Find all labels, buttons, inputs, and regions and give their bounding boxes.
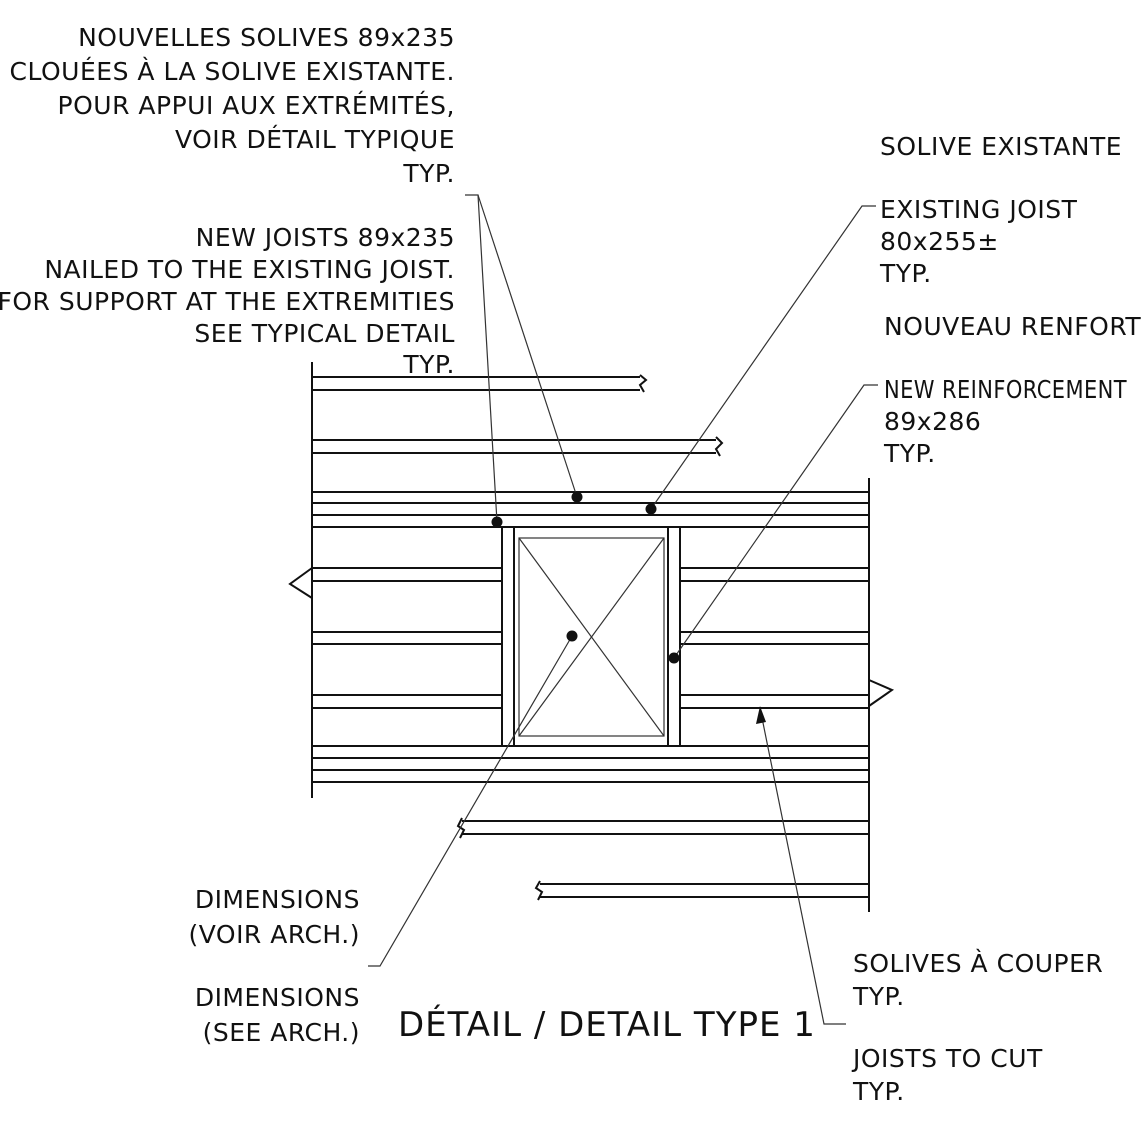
note-line: 80x255± <box>880 227 999 256</box>
note-new-joists-fr: NOUVELLES SOLIVES 89x235 CLOUÉES À LA SO… <box>10 23 455 188</box>
detail-title: DÉTAIL / DETAIL TYPE 1 <box>398 1004 816 1045</box>
note-line: NOUVELLES SOLIVES 89x235 <box>78 23 455 52</box>
leader-lines <box>368 194 878 1025</box>
note-new-reinforcement: NOUVEAU RENFORT NEW REINFORCEMENT 89x286… <box>883 312 1141 468</box>
opening-frame <box>501 527 681 746</box>
note-line: NEW JOISTS 89x235 <box>196 223 455 252</box>
note-line: 89x286 <box>884 407 981 436</box>
note-line: VOIR DÉTAIL TYPIQUE <box>175 125 455 154</box>
joist-lines <box>288 362 895 912</box>
note-line: NAILED TO THE EXISTING JOIST. <box>44 255 455 284</box>
note-line: CLOUÉES À LA SOLIVE EXISTANTE. <box>10 57 455 86</box>
note-line: DIMENSIONS <box>195 983 360 1012</box>
note-line: NEW REINFORCEMENT <box>884 375 1127 404</box>
note-line: TYP. <box>402 159 455 188</box>
note-line: POUR APPUI AUX EXTRÉMITÉS, <box>58 91 455 120</box>
note-line: TYP. <box>879 259 932 288</box>
note-line: JOISTS TO CUT <box>851 1044 1043 1073</box>
note-line: (SEE ARCH.) <box>203 1018 360 1047</box>
note-line: SOLIVES À COUPER <box>853 949 1103 978</box>
note-dimensions: DIMENSIONS (VOIR ARCH.) DIMENSIONS (SEE … <box>188 885 360 1047</box>
note-line: TYP. <box>402 350 455 379</box>
note-line: TYP. <box>883 439 936 468</box>
note-line: SEE TYPICAL DETAIL <box>194 319 455 348</box>
note-line: DIMENSIONS <box>195 885 360 914</box>
note-line: FOR SUPPORT AT THE EXTREMITIES <box>0 287 455 316</box>
note-line: TYP. <box>852 1077 905 1106</box>
note-new-joists-en: NEW JOISTS 89x235 NAILED TO THE EXISTING… <box>0 223 455 379</box>
note-line: TYP. <box>852 982 905 1011</box>
note-line: (VOIR ARCH.) <box>188 920 360 949</box>
note-line: NOUVEAU RENFORT <box>884 312 1141 341</box>
note-line: EXISTING JOIST <box>880 195 1078 224</box>
note-joists-to-cut: SOLIVES À COUPER TYP. JOISTS TO CUT TYP. <box>851 949 1103 1106</box>
note-existing-joist: SOLIVE EXISTANTE EXISTING JOIST 80x255± … <box>879 132 1122 288</box>
note-line: SOLIVE EXISTANTE <box>880 132 1122 161</box>
